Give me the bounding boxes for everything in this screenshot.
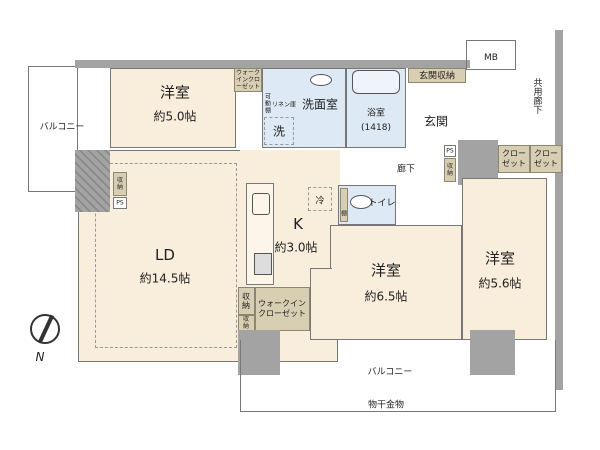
storage-ld [113,172,127,196]
bathroom-label: 浴室 [366,108,386,119]
balcony-bottom-label: バルコニー [367,367,413,378]
western-room-3-name: 洋室 [484,249,516,268]
drying-rack-label: 物干金物 [367,400,405,411]
mb-label: MB [484,53,498,63]
linen-label: リネン庫 [271,101,297,109]
wall-right-top [555,30,563,390]
ps-hall-label: PS [446,147,454,155]
toilet-shelf-label: 棚 [340,210,348,218]
washer-space [264,117,294,145]
walk-in-closet-top [234,68,262,92]
storage-k-small-label: 収納 [243,316,250,330]
fridge-space [308,187,332,211]
western-room-1-size: 約5.0帖 [153,109,197,124]
kitchen-sink-icon [252,193,270,215]
western-room-2 [330,225,462,340]
western-room-2-name: 洋室 [370,261,402,280]
western-room-2-size: 約6.5帖 [364,289,408,304]
fridge-label: 冷 [315,196,325,207]
wall-column-bottom-right [470,330,515,375]
storage-hall-label: 収納 [446,163,453,177]
ps-hall [444,145,456,157]
washroom [262,68,346,148]
sink-icon [310,74,332,86]
storage-ld-label: 収納 [116,177,123,191]
wall-top [75,60,470,68]
wall-column-hall [458,140,498,185]
bathroom-size: (1418) [361,123,391,133]
stove-icon [254,253,272,275]
storage-k-label: 収納 [242,292,250,310]
closet-1 [498,145,530,173]
ps-ld-label: PS [116,199,124,207]
balcony-left-label: バルコニー [39,122,85,133]
kitchen-size: 約3.0帖 [274,240,318,255]
hallway-label: 廊下 [396,164,416,175]
balcony-left [28,66,78,192]
ld-size: 約14.5帖 [139,271,191,286]
mb-box [466,40,516,70]
closet-2-label: クローゼット [534,149,558,168]
kitchen-name: K [293,215,303,233]
ld-outline [95,163,237,348]
washer-label: 洗 [272,124,286,139]
storage-k [238,287,255,315]
wall-column-left [75,150,110,212]
walk-in-closet-bottom-label: ウォークインクローゼット [258,299,306,318]
western-room-1-name: 洋室 [159,83,191,102]
entrance-label: 玄関 [423,114,449,129]
bathtub-icon [352,70,400,94]
closet-1-label: クローゼット [502,149,526,168]
balcony-bottom [240,340,556,412]
western-room-1 [110,68,236,148]
common-corridor-label: 共用廊下 [531,78,542,114]
walk-in-closet-top-label: ウォークインクローゼット [235,69,260,91]
storage-hall [444,158,456,182]
toilet-icon [350,195,372,209]
compass-icon [30,314,60,344]
entrance-storage-label: 玄関収納 [418,71,456,82]
north-label: N [35,350,45,364]
closet-2 [530,145,562,173]
movable-shelf-label: 可動棚 [264,93,271,115]
washroom-label: 洗面室 [301,97,339,112]
toilet-shelf [340,188,348,222]
ps-ld [113,197,127,209]
western-room-3 [462,178,547,340]
entrance-storage [408,68,466,83]
wall-column-bottom-left [238,330,280,375]
ld-name: LD [155,246,175,264]
walk-in-closet-bottom [255,287,310,331]
western-room-3-size: 約5.6帖 [478,276,522,291]
western-room-2-ext [310,268,332,340]
toilet-label: トイレ [368,198,396,209]
